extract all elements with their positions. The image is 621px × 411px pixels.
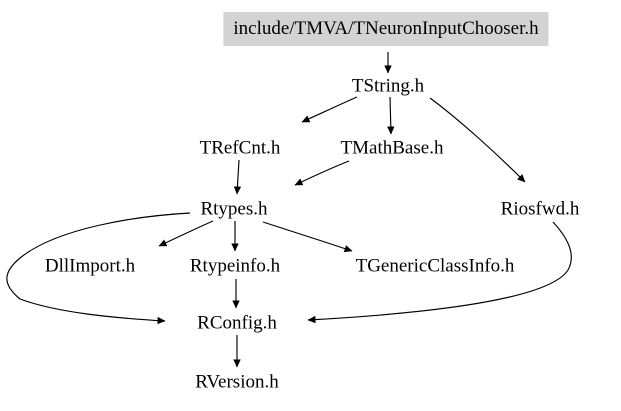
node-tmathbase[interactable]: TMathBase.h: [340, 137, 444, 159]
node-root-file[interactable]: include/TMVA/TNeuronInputChooser.h: [223, 12, 549, 46]
edge-trefcnt-to-rtypes: [233, 159, 242, 195]
edge-rtypes-to-tgenericclassinfo: [262, 221, 353, 253]
node-riosfwd[interactable]: Riosfwd.h: [500, 198, 580, 220]
node-rtypes[interactable]: Rtypes.h: [200, 198, 268, 220]
edge-rtypes-to-dllimport: [158, 220, 214, 247]
edge-tstring-to-trefcnt: [301, 96, 358, 123]
edge-tmathbase-to-rtypes: [294, 160, 350, 186]
edge-tstring-to-riosfwd: [429, 97, 526, 183]
edge-riosfwd-to-rconfig: [307, 221, 572, 324]
node-rconfig[interactable]: RConfig.h: [197, 312, 277, 334]
edge-rtypes-to-rconfig: [6, 212, 191, 325]
node-trefcnt[interactable]: TRefCnt.h: [199, 137, 281, 159]
node-rtypeinfo[interactable]: Rtypeinfo.h: [189, 255, 281, 277]
node-dllimport[interactable]: DllImport.h: [44, 255, 136, 277]
node-tgenericclassinfo[interactable]: TGenericClassInfo.h: [355, 255, 515, 277]
node-rversion[interactable]: RVersion.h: [195, 371, 279, 393]
edge-tstring-to-tmathbase: [387, 96, 395, 135]
node-tstring[interactable]: TString.h: [351, 75, 425, 97]
